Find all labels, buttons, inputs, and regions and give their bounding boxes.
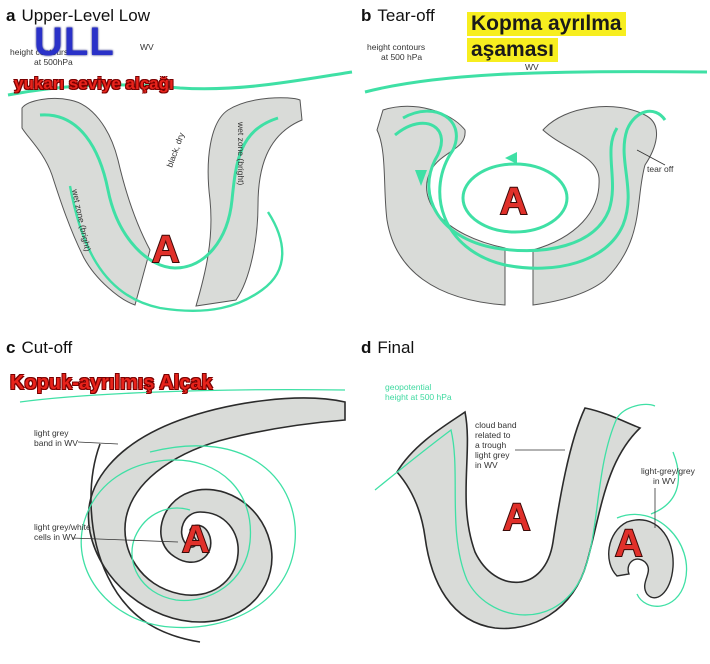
dry-zone-label: black, dry (164, 130, 186, 168)
panel-letter: c (6, 338, 16, 357)
panel-cut-off: light grey band in WV light grey/white c… (0, 332, 355, 664)
panel-title-text: Cut-off (21, 338, 73, 357)
height-contour-outer (68, 185, 284, 312)
height-contour-inner (39, 113, 279, 270)
cloud-band-label-line3: a trough (475, 440, 506, 450)
low-pressure-symbol: A (500, 181, 527, 223)
contour-label-line1: height contours (367, 42, 425, 52)
geopotential-label-line1: geopotential (385, 382, 431, 392)
cloud-band-label-line2: related to (475, 430, 511, 440)
panel-letter: a (6, 6, 16, 25)
panel-upper-level-low: wet zone (bright) wet zone (bright) blac… (0, 0, 355, 332)
turkish-caption-a: yukarı seviye alçağı (14, 74, 174, 93)
cloud-band-left (376, 106, 506, 306)
panel-title: b Tear-off (361, 6, 435, 26)
panel-title-text: Final (377, 338, 415, 357)
ull-abbreviation: ULL (34, 20, 115, 64)
panel-title-text: Upper-Level Low (21, 6, 150, 25)
diagram-final: geopotential height at 500 hPa cloud ban… (374, 382, 696, 630)
height-contour-top (7, 70, 353, 97)
panel-title: a Upper-Level Low (6, 6, 150, 26)
geopotential-label-line2: height at 500 hPa (385, 392, 452, 402)
cloud-band-tail (90, 443, 201, 643)
low-pressure-symbol: A (152, 229, 179, 271)
flow-arrow-left (415, 170, 427, 186)
small-low-vortex (608, 519, 674, 599)
diagram-upper-level-low: wet zone (bright) wet zone (bright) blac… (7, 42, 353, 312)
cells-label-leader (71, 537, 179, 543)
cloud-band-right (195, 97, 303, 307)
tear-off-label: tear off (647, 164, 674, 174)
panel-letter: b (361, 6, 372, 25)
band-label-leader (77, 441, 119, 445)
diagram-cut-off: light grey band in WV light grey/white c… (19, 388, 346, 643)
tear-off-leader (636, 149, 666, 166)
low-pressure-symbol: A (182, 519, 209, 561)
cloud-band-label-line1: cloud band (475, 420, 517, 430)
contour-label-line2: at 500hPa (34, 57, 73, 67)
band-label-line2: band in WV (34, 438, 78, 448)
wet-zone-right-label: wet zone (bright) (236, 121, 246, 185)
diagram-tear-off: tear off height contours at 500 hPa WV A (364, 42, 708, 306)
cells-label-line2: cells in WV (34, 532, 76, 542)
height-contour-outer (402, 109, 667, 270)
band-label-line1: light grey (34, 428, 69, 438)
height-contour-spiral (19, 388, 346, 629)
wv-label: WV (140, 42, 154, 52)
cloud-band-right (532, 106, 658, 306)
geopotential-contour (374, 403, 688, 616)
panel-final: geopotential height at 500 hPa cloud ban… (355, 332, 710, 664)
turkish-caption-b-line2: aşaması (467, 38, 558, 62)
closed-contour-low (461, 162, 569, 234)
low-pressure-symbol-main: A (503, 497, 530, 539)
panel-title-text: Tear-off (377, 6, 435, 25)
turkish-caption-b-line1: Kopma ayrılma (467, 12, 626, 36)
contour-label-line2: at 500 hPa (381, 52, 422, 62)
low-pressure-symbol-vortex: A (615, 523, 642, 565)
trough-cloud-band (396, 407, 642, 630)
light-grey-label-line1: light-grey/grey (641, 466, 696, 476)
wv-label: WV (525, 62, 539, 72)
panel-tear-off: tear off height contours at 500 hPa WV A… (355, 0, 710, 332)
turkish-caption-c: Kopuk-ayrılmış Alçak (10, 372, 213, 394)
flow-arrow-top (505, 152, 517, 164)
cells-label-line1: light grey/white (34, 522, 91, 532)
contour-label-line1: height contours (10, 47, 68, 57)
spiral-cloud-band (87, 397, 346, 623)
cloud-band-label-line5: in WV (475, 460, 498, 470)
panel-title: d Final (361, 338, 414, 358)
panel-title: c Cut-off (6, 338, 72, 358)
cloud-band-label-line4: light grey (475, 450, 510, 460)
light-grey-label-line2: in WV (653, 476, 676, 486)
height-contour-top (364, 70, 708, 94)
panel-letter: d (361, 338, 372, 357)
height-contour-middle (394, 121, 619, 252)
cloud-band-left (21, 97, 151, 306)
